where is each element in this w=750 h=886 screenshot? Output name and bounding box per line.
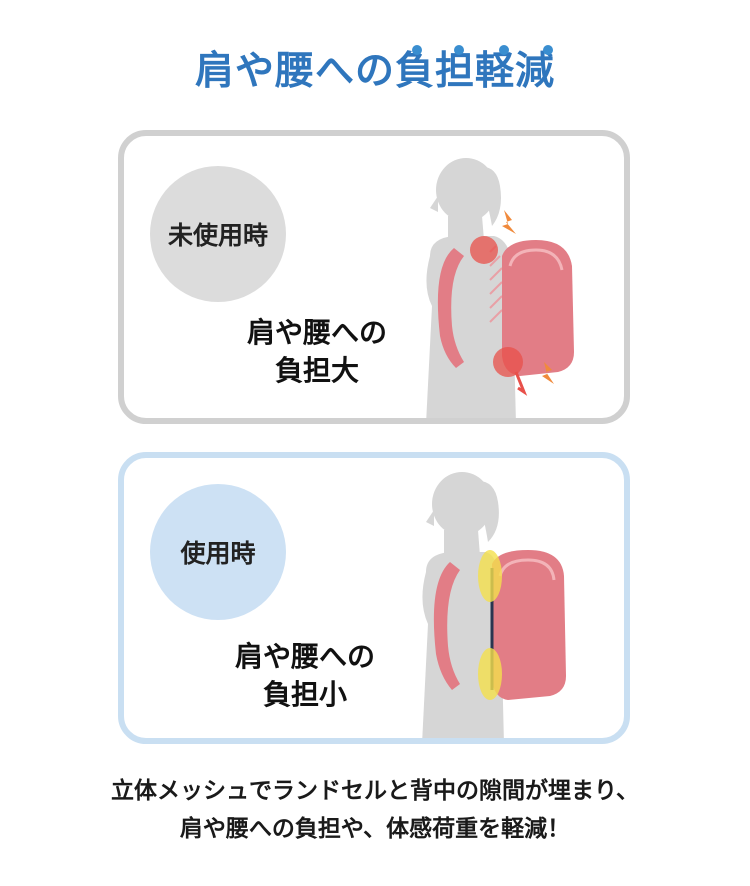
load-text-small: 肩や腰への 負担小	[210, 638, 400, 714]
lightning-icon	[502, 210, 516, 234]
description-line1: 立体メッシュでランドセルと背中の隙間が埋まり、	[110, 778, 640, 804]
panel-without-mesh: 未使用時 肩や腰への 負担大	[118, 130, 630, 424]
waist-pain-spot	[493, 347, 523, 377]
title-area: 肩や腰への負担軽減	[0, 40, 750, 96]
child-with-backpack-illustration	[422, 472, 566, 738]
emphasis-dot	[499, 45, 509, 55]
child-with-backpack-illustration	[426, 158, 574, 418]
shoulder-strap	[437, 248, 464, 368]
shoulder-contact-highlight	[478, 550, 502, 602]
load-text-line1: 肩や腰への	[234, 640, 375, 673]
waist-contact-highlight	[478, 648, 502, 700]
emphasis-dots	[412, 45, 562, 57]
lightning-icon	[542, 362, 554, 384]
description: 立体メッシュでランドセルと背中の隙間が埋まり、 肩や腰への負担や、体感荷重を軽減…	[0, 772, 750, 848]
description-line2: 肩や腰への負担や、体感荷重を軽減！	[179, 816, 571, 842]
load-text-large: 肩や腰への 負担大	[222, 314, 412, 390]
emphasis-dot	[412, 45, 422, 55]
badge-used: 使用時	[150, 484, 286, 620]
emphasis-dot	[543, 45, 553, 55]
badge-unused: 未使用時	[150, 166, 286, 302]
school-bag	[492, 550, 566, 700]
shoulder-strap	[433, 562, 460, 690]
page-title: 肩や腰への負担軽減	[194, 49, 555, 94]
load-text-line1: 肩や腰への	[246, 316, 387, 349]
school-bag	[502, 240, 574, 376]
load-text-line2: 負担小	[262, 678, 347, 711]
panel-with-mesh: 使用時 肩や腰への 負担小	[118, 452, 630, 744]
emphasis-dot	[454, 45, 464, 55]
load-text-line2: 負担大	[274, 354, 359, 387]
shoulder-pain-spot	[470, 236, 498, 264]
